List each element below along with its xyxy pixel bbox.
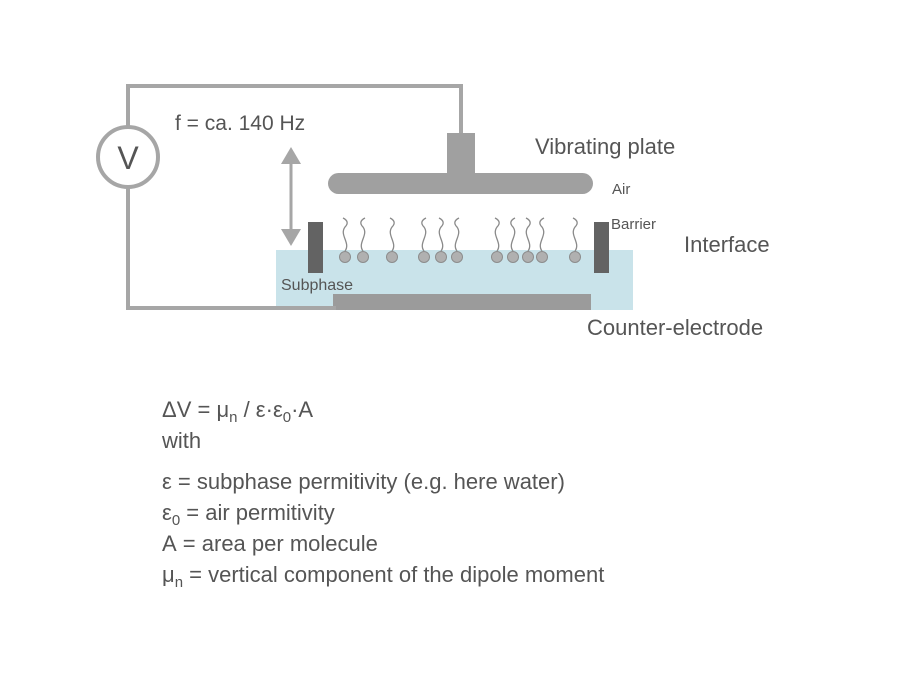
molecule-head bbox=[569, 251, 581, 263]
molecule-tail bbox=[421, 217, 427, 252]
voltmeter-symbol: V bbox=[117, 140, 139, 176]
vibration-arrow bbox=[281, 147, 301, 246]
molecule-head bbox=[339, 251, 351, 263]
molecule-head bbox=[451, 251, 463, 263]
molecule-head bbox=[418, 251, 430, 263]
circuit-wire bbox=[126, 84, 463, 310]
molecule-head bbox=[435, 251, 447, 263]
vibrating-plate-label: Vibrating plate bbox=[535, 134, 675, 159]
voltmeter-circle bbox=[96, 125, 160, 189]
air-label: Air bbox=[612, 181, 630, 198]
molecule-tail bbox=[494, 217, 500, 252]
molecule bbox=[507, 217, 519, 263]
subphase-label: Subphase bbox=[281, 277, 353, 294]
molecule-head bbox=[386, 251, 398, 263]
molecule-tail bbox=[454, 217, 460, 252]
definition-epsilon-zero: ε0 = air permitivity bbox=[162, 500, 335, 529]
barrier-left bbox=[308, 222, 323, 273]
molecule-head bbox=[522, 251, 534, 263]
molecule bbox=[536, 217, 548, 263]
molecule bbox=[386, 217, 398, 263]
kelvin-probe-diagram: V f = ca. 140 Hz Vibrating plate Air Bar… bbox=[96, 84, 770, 340]
molecule bbox=[491, 217, 503, 263]
molecule-head bbox=[507, 251, 519, 263]
molecule-head bbox=[536, 251, 548, 263]
molecule-head bbox=[357, 251, 369, 263]
barrier-label: Barrier bbox=[611, 216, 656, 233]
vibrating-plate bbox=[328, 133, 593, 194]
molecule-tail bbox=[360, 217, 366, 252]
molecule-tail bbox=[539, 217, 545, 252]
molecule-tail bbox=[438, 217, 444, 252]
molecule bbox=[451, 217, 463, 263]
molecule-tail bbox=[389, 217, 395, 252]
definition-area: A = area per molecule bbox=[162, 531, 378, 556]
molecule bbox=[569, 217, 581, 263]
molecule bbox=[435, 217, 447, 263]
molecule-tail bbox=[342, 217, 348, 252]
molecule bbox=[339, 217, 351, 263]
molecule bbox=[357, 217, 369, 263]
main-equation: ΔV = μn / ε·ε0·A bbox=[162, 397, 314, 426]
molecule-monolayer bbox=[339, 217, 581, 263]
voltmeter: V bbox=[96, 125, 160, 189]
molecule bbox=[418, 217, 430, 263]
definition-epsilon: ε = subphase permitivity (e.g. here wate… bbox=[162, 469, 565, 494]
molecule bbox=[522, 217, 534, 263]
molecule-head bbox=[491, 251, 503, 263]
counter-electrode bbox=[333, 294, 591, 310]
frequency-label: f = ca. 140 Hz bbox=[175, 112, 305, 135]
molecule-tail bbox=[572, 217, 578, 252]
molecule-tail bbox=[510, 217, 516, 252]
with-text: with bbox=[162, 428, 202, 453]
barrier-right bbox=[594, 222, 609, 273]
counter-electrode-label: Counter-electrode bbox=[587, 315, 763, 340]
interface-label: Interface bbox=[684, 232, 770, 257]
formula-block: ΔV = μn / ε·ε0·A with ε = subphase permi… bbox=[162, 394, 782, 590]
definition-dipole: μn = vertical component of the dipole mo… bbox=[162, 562, 605, 591]
molecule-tail bbox=[525, 217, 531, 252]
